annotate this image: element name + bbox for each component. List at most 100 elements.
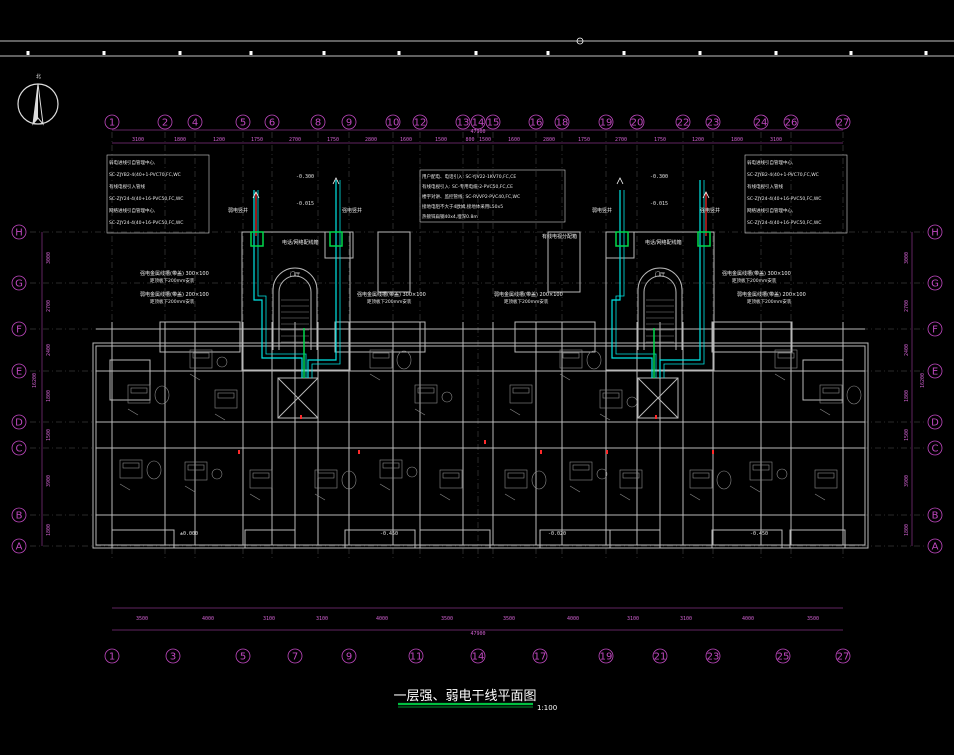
weak-trunk-right-4 [663,180,705,378]
balcony [711,529,783,549]
svg-text:19: 19 [600,652,613,663]
red-marker [238,450,240,454]
dim-right-value: 1800 [904,390,910,402]
balcony [244,529,296,549]
note-line: 楼宇对讲、监控管线: SC-RVVP2-PVC40,FC,WC [422,193,520,200]
right-total-dimension: 16200 [920,373,926,388]
note-line: 有线电视引入: SC-专用电缆-2-PVC50,FC,CE [422,183,513,190]
dim-top-value: 1800 [174,137,186,143]
note-line: 网络进线引自管理中心, [747,207,793,214]
trunk-note-6: 距顶板下200mm安装 [747,298,792,305]
axis-bubble-top: 9 [341,114,357,130]
note-box-left: 弱电进线引自管理中心,SC-ZJYB2-4(40+1-PVC70,FC,WC有线… [106,154,210,234]
svg-text:H: H [15,228,23,239]
dim-bottom-value: 3500 [441,616,453,622]
dim-top-value: 1500 [479,137,491,143]
dim-bottom-value: 4000 [567,616,579,622]
dim-top-value: 1750 [578,137,590,143]
dim-bottom-value: 4000 [376,616,388,622]
elevation-7: -0.020 [548,531,566,537]
furniture-icon [819,384,862,416]
furniture-icon [379,459,418,491]
dim-top-value: 2700 [615,137,627,143]
svg-text:北: 北 [36,73,41,80]
axis-bubble-bottom: 21 [652,648,668,664]
weak-shaft-label: 弱电竖井 [228,207,248,214]
balcony [344,529,416,549]
svg-text:11: 11 [410,652,423,663]
trunk-note-1: 距顶板下200mm安装 [150,277,195,284]
shaft-box-green [615,231,629,247]
axis-bubble-top: 2 [157,114,173,130]
shaft-box-green [697,231,711,247]
svg-text:4: 4 [192,118,198,129]
svg-text:1: 1 [109,652,115,663]
drawing-title-block: 一层强、弱电干线平面图 1:100 [393,689,557,712]
dim-right-value: 3000 [904,252,910,264]
dim-bottom-value: 4000 [202,616,214,622]
dim-left-value: 1500 [46,429,52,441]
axis-bubble-top: 14 [470,114,486,130]
svg-text:B: B [932,511,939,522]
axis-bubble-right: F [927,321,943,337]
axis-bubble-top: 15 [485,114,501,130]
axis-bubble-bottom: 3 [165,648,181,664]
dim-right-value: 2400 [904,344,910,356]
svg-text:10: 10 [387,118,400,129]
trunk-label-6: 弱电金属线槽(带盖) 200×100 [737,291,806,298]
cable-trunk-layer [238,177,714,454]
svg-text:12: 12 [414,118,427,129]
trunk-note-2: 距顶板下200mm安装 [150,298,195,305]
center-notch-left [377,231,411,293]
weak-trunk-left-4 [311,180,341,378]
elevation-3: -0.300 [650,174,668,180]
note-line: 用户配电、电话引入: SC-YJV22-1KV70,FC,CE [422,173,516,180]
axis-bubble-top: 19 [598,114,614,130]
balcony [111,529,175,549]
svg-text:18: 18 [556,118,569,129]
dim-bottom-value: 4000 [742,616,754,622]
furniture-icon [314,469,357,501]
strong-shaft-label: 强电竖井 [342,207,362,214]
svg-text:F: F [932,325,938,336]
svg-text:A: A [16,542,23,553]
lobby-label-1: 门厅 [290,271,300,278]
axis-bubble-bottom: 19 [598,648,614,664]
cabinet-label-2: 电话/网络配线箱 [645,239,682,246]
ruler-tick [102,51,106,55]
ruler-tick [622,51,626,55]
dim-top-value: 800 [465,137,474,143]
note-line: SC-ZJY24-4(40+16-PVC50,FC,WC [747,196,821,202]
axis-bubble-bottom: 14 [470,648,486,664]
axis-bubble-left: C [11,440,27,456]
bay-wall [514,321,596,353]
note-line: SC-ZJYB2-4(40+1-PVC70,FC,WC [747,172,819,178]
axis-bubble-top: 10 [385,114,401,130]
dim-left-value: 2700 [46,300,52,312]
svg-text:5: 5 [240,652,246,663]
wall-line [637,377,679,419]
trunk-note-4: 距顶板下200mm安装 [504,298,549,305]
note-box-right: 弱电进线引自管理中心,SC-ZJYB2-4(40+1-PVC70,FC,WC有线… [744,154,848,234]
dim-left-value: 1800 [46,524,52,536]
trunk-label-5: 强电金属线槽(带盖) 300×100 [722,270,791,277]
dim-right-value: 1500 [904,429,910,441]
svg-text:14: 14 [472,652,485,663]
dim-bottom-value: 3100 [680,616,692,622]
weak-trunk-right [611,190,653,378]
dim-top-value: 1200 [213,137,225,143]
svg-text:26: 26 [785,118,798,129]
furniture-icon [504,469,547,501]
dim-top-value: 1750 [654,137,666,143]
axis-bubble-bottom: 1 [104,648,120,664]
note-line: SC-ZJY24-4(40+16-PVC50,FC,WC [109,220,183,226]
axis-bubble-left: G [11,275,27,291]
bay-wall [334,321,426,353]
axis-bubble-left: D [11,414,27,430]
svg-text:17: 17 [534,652,547,663]
trunk-label-4: 弱电金属线槽(带盖) 200×100 [494,291,563,298]
red-marker [484,440,486,444]
dim-top-value: 3100 [132,137,144,143]
